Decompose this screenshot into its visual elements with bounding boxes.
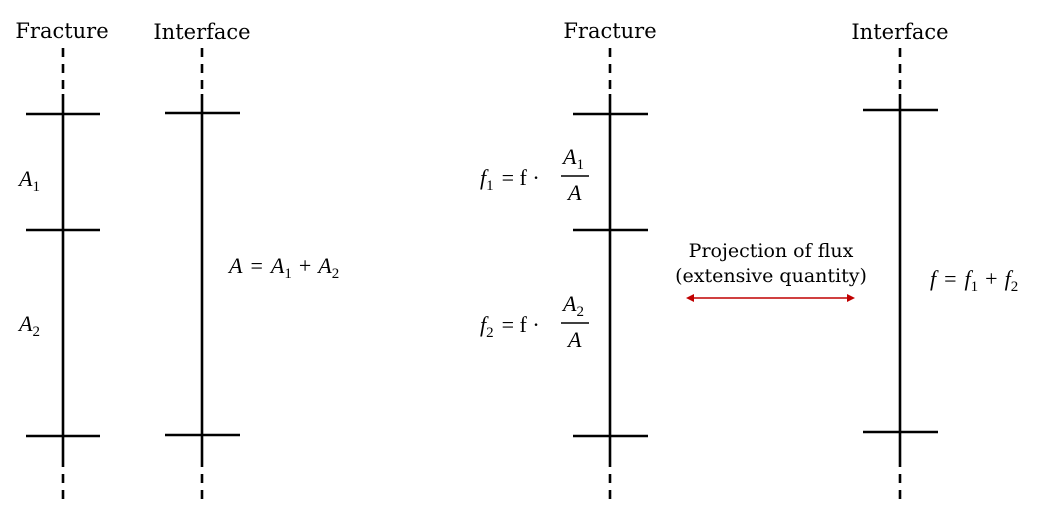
- f1-fraction-equation: f1= f · A1 A: [480, 144, 589, 205]
- f2-fraction-equation: f2= f · A2 A: [480, 291, 589, 352]
- left-interface-line: [165, 48, 240, 505]
- right-interface-title: Interface: [851, 20, 948, 44]
- flux-sum-equation: f=f1+f2: [930, 266, 1018, 295]
- right-fracture-line: [573, 48, 648, 505]
- svg-text:f2= f ·: f2= f ·: [480, 312, 540, 341]
- svg-text:A: A: [566, 180, 582, 205]
- area-sum-equation: A=A1+A2: [227, 253, 339, 282]
- label-a2: A2: [17, 311, 40, 340]
- right-interface-line: [863, 48, 938, 505]
- svg-text:A2: A2: [561, 291, 584, 320]
- svg-text:A1: A1: [561, 144, 584, 173]
- projection-label-line2: (extensive quantity): [675, 265, 867, 287]
- svg-text:A: A: [566, 327, 582, 352]
- left-fracture-line: [26, 48, 100, 505]
- label-a1: A1: [17, 166, 40, 195]
- left-fracture-title: Fracture: [15, 19, 108, 43]
- svg-text:f1= f ·: f1= f ·: [480, 165, 540, 194]
- right-fracture-title: Fracture: [563, 19, 656, 43]
- projection-label-line1: Projection of flux: [689, 240, 854, 262]
- left-interface-title: Interface: [153, 20, 250, 44]
